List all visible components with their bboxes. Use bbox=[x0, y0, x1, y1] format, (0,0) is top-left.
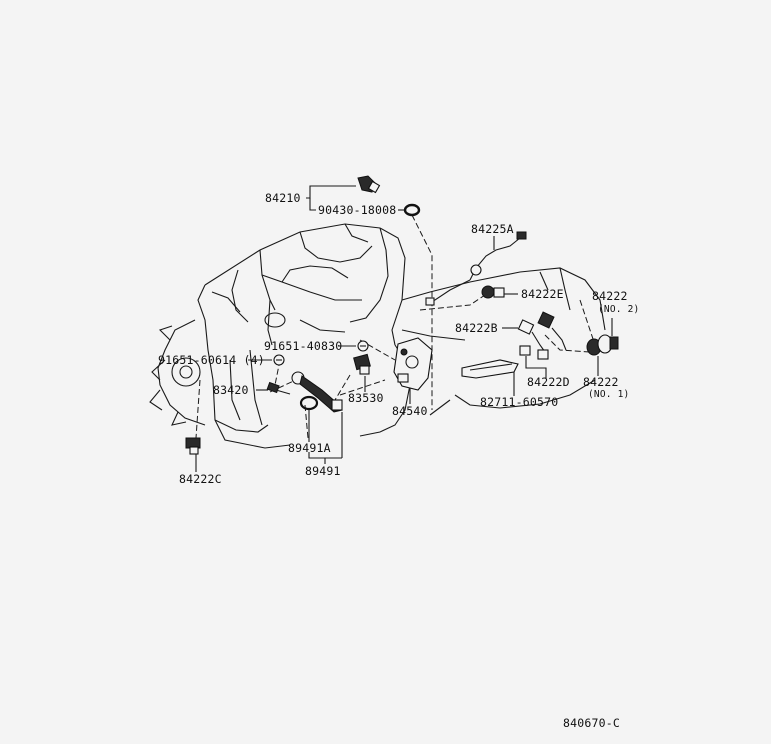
part-91651-60614-bolt[interactable] bbox=[273, 354, 285, 366]
part-83420-sensor[interactable] bbox=[266, 381, 291, 395]
figure-code: 840670-C bbox=[563, 716, 620, 730]
part-84210-switch[interactable] bbox=[357, 175, 381, 194]
part-84225a-harness[interactable] bbox=[425, 231, 527, 306]
part-89491a-oring[interactable] bbox=[299, 395, 319, 411]
part-84222b-connector[interactable] bbox=[517, 311, 567, 353]
label-84222e[interactable]: 84222E bbox=[521, 287, 564, 301]
part-91651-40830-bolt[interactable] bbox=[357, 340, 369, 352]
label-84210[interactable]: 84210 bbox=[265, 191, 301, 205]
part-labels: 84210 90430-18008 84225A 84222E 84222 (N… bbox=[158, 191, 639, 730]
part-84222-no2-switch[interactable] bbox=[586, 334, 619, 356]
label-84222b[interactable]: 84222B bbox=[455, 321, 498, 335]
transmission-housing bbox=[149, 223, 606, 449]
label-84222d[interactable]: 84222D bbox=[527, 375, 570, 389]
label-90430-18008[interactable]: 90430-18008 bbox=[318, 203, 396, 217]
label-91651-60614[interactable]: 91651-60614 (4) bbox=[158, 353, 265, 367]
part-84222d-connector[interactable] bbox=[519, 345, 549, 360]
part-82711-clamp[interactable] bbox=[461, 359, 519, 379]
label-84222-no1-sub: (NO. 1) bbox=[588, 389, 629, 400]
label-84222-no1[interactable]: 84222 bbox=[583, 375, 619, 389]
label-84222-no2[interactable]: 84222 bbox=[592, 289, 628, 303]
label-89491[interactable]: 89491 bbox=[305, 464, 341, 478]
label-91651-40830[interactable]: 91651-40830 bbox=[264, 339, 342, 353]
label-84222-no2-sub: (NO. 2) bbox=[598, 304, 639, 315]
label-83530[interactable]: 83530 bbox=[348, 391, 384, 405]
part-89491-speed-sensor[interactable] bbox=[291, 371, 343, 413]
label-84222c[interactable]: 84222C bbox=[179, 472, 222, 486]
label-83420[interactable]: 83420 bbox=[213, 383, 249, 397]
label-84225a[interactable]: 84225A bbox=[471, 222, 514, 236]
part-90430-gasket[interactable] bbox=[403, 203, 421, 217]
part-84222c-switch[interactable] bbox=[185, 437, 201, 455]
dashed-leaders bbox=[195, 214, 596, 439]
part-84222e-switch[interactable] bbox=[481, 285, 505, 299]
label-89491a[interactable]: 89491A bbox=[288, 441, 331, 455]
label-leaders bbox=[195, 185, 613, 472]
part-84540-neutral-switch[interactable] bbox=[393, 337, 433, 391]
part-83530-switch[interactable] bbox=[353, 353, 371, 375]
label-82711-60570[interactable]: 82711-60570 bbox=[480, 395, 558, 409]
label-84540[interactable]: 84540 bbox=[392, 404, 428, 418]
